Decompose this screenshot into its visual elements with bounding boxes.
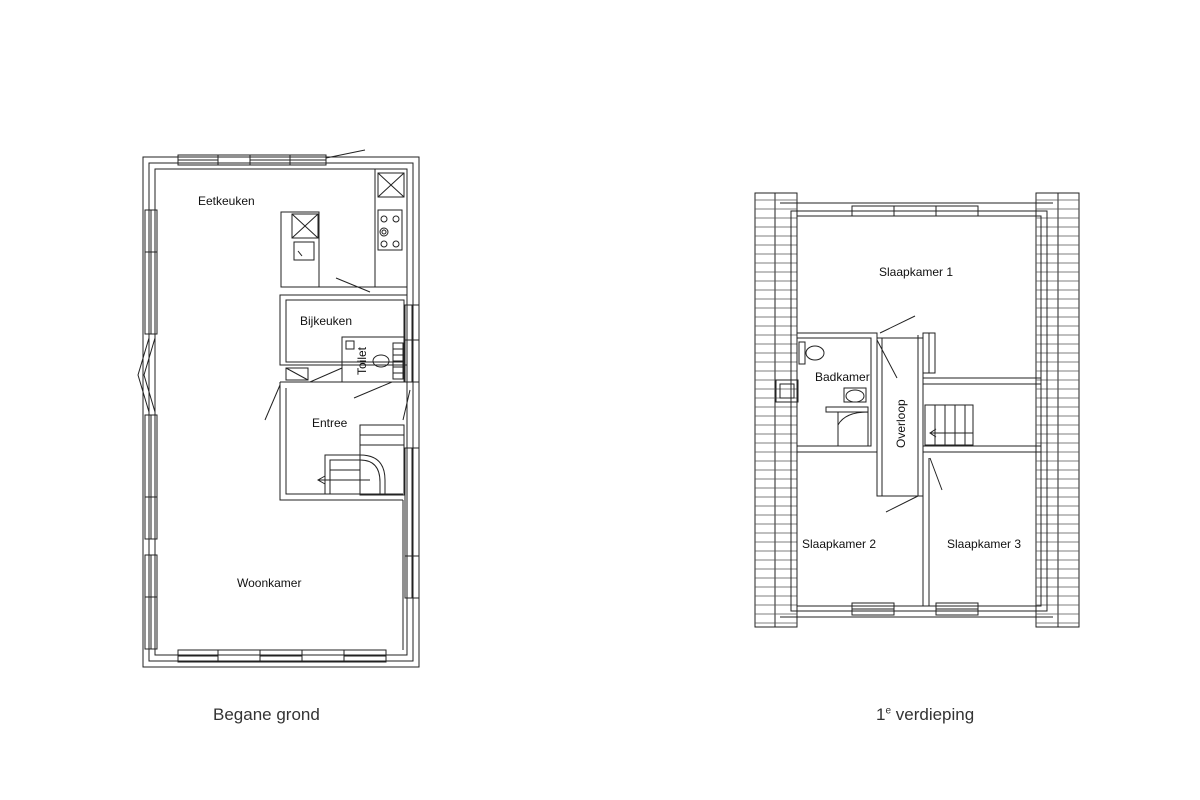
ground-right-windows [404,304,420,599]
toilet-icon [372,354,390,368]
room-label-eetkeuken: Eetkeuken [198,194,255,208]
room-label-toilet: Toilet [355,346,369,375]
shower-icon [837,411,869,447]
roof-hatching [755,199,1079,624]
first-outer-wall [790,210,1048,612]
washbasin-icon [845,389,865,403]
room-label-slaapkamer-3: Slaapkamer 3 [947,537,1021,551]
room-label-badkamer: Badkamer [815,370,870,384]
caption-first-floor-text: verdieping [891,705,975,724]
toilet-icon [805,345,825,361]
ground-top-windows [177,149,366,166]
caption-first-floor-number: 1 [876,705,886,724]
room-label-bijkeuken: Bijkeuken [300,314,352,328]
ground-bottom-windows [177,649,387,663]
room-label-slaapkamer-2: Slaapkamer 2 [802,537,876,551]
sink-icon [293,241,315,261]
first-floor-plan [754,192,1080,628]
kitchen-counters [280,168,408,293]
first-stairs [922,377,1041,453]
caption-ground-floor: Begane grond [213,705,320,724]
first-top-windows [851,205,979,217]
roof-right [1035,192,1080,628]
ground-left-windows [137,209,158,650]
room-label-woonkamer: Woonkamer [237,576,301,590]
stove-icon [377,209,403,251]
room-label-slaapkamer-1: Slaapkamer 1 [879,265,953,279]
bedroom-dividers [922,452,930,606]
badkamer-block [775,332,878,453]
ground-outer-wall [142,156,420,668]
utility-block [279,294,408,399]
entree-stairs [264,382,411,650]
first-bottom-windows [851,602,979,616]
room-label-entree: Entree [312,416,348,430]
caption-first-floor-superscript: e [885,705,892,717]
overloop-block [876,315,943,513]
caption-first-floor: 1e verdieping [876,705,974,725]
room-label-overloop: Overloop [894,399,908,448]
ground-floor-plan [137,149,420,668]
